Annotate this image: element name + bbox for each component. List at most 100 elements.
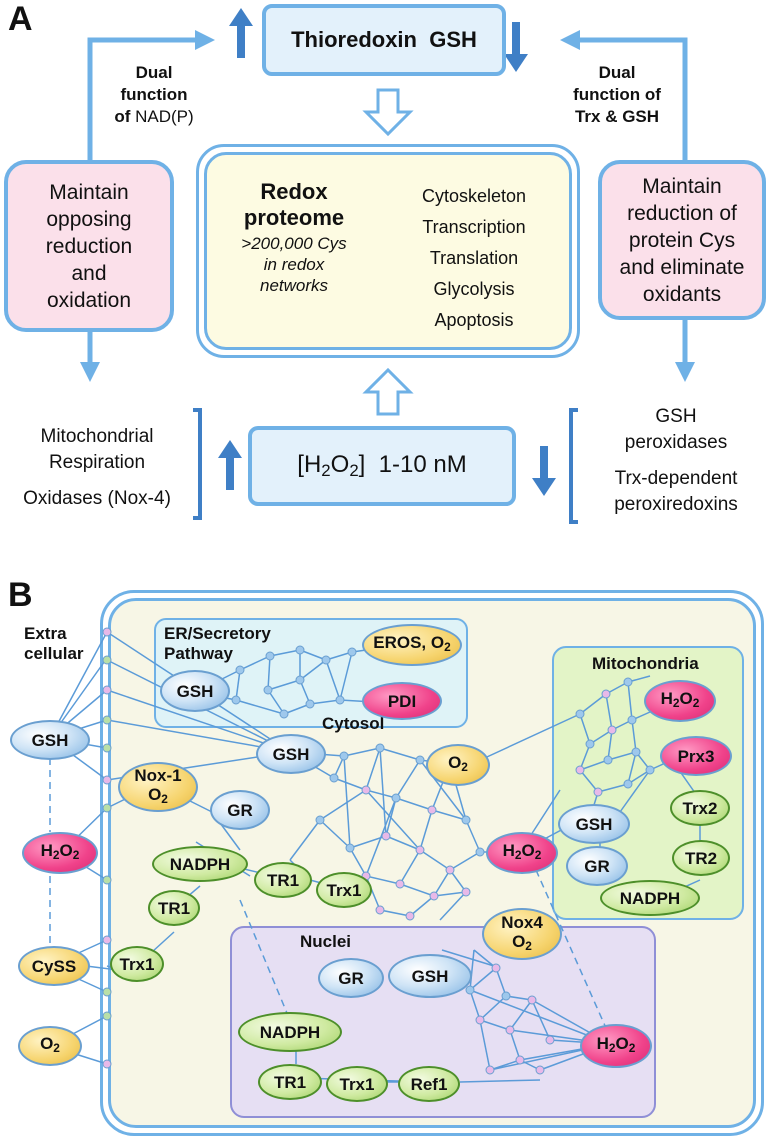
h2o2-mito-sub1: 2 [672, 695, 680, 710]
er-title-line2: Pathway [164, 644, 233, 663]
trx1-cytosol-node: Trx1 [316, 872, 372, 908]
h2o2-mid: O [330, 450, 350, 478]
h2o2-extracellular-node: H2O2 [22, 832, 98, 874]
thioredoxin-gsh-box: Thioredoxin GSH [262, 4, 506, 76]
left-dual-note: Dual function of NAD(P) [104, 62, 204, 128]
left-top-arrow [87, 30, 215, 160]
h2o2-cytosol-label: H2O2 [503, 841, 542, 865]
o2-extracellular-label: O2 [40, 1034, 60, 1058]
sink-trx: Trx-dependent [614, 468, 738, 489]
gsh-er-label: GSH [176, 681, 214, 701]
extracellular-line1: Extra [24, 624, 67, 643]
trx1-nuclei-label: Trx1 [339, 1074, 375, 1094]
left-note-line2: function [120, 85, 188, 104]
nadph-cytosol-label: NADPH [169, 854, 231, 874]
gsh-cytosol-node: GSH [256, 734, 326, 774]
eros-label: EROS, O2 [373, 633, 450, 657]
gsh-er-node: GSH [160, 670, 230, 712]
eros-node: EROS, O2 [362, 624, 462, 666]
h2o2-nuc-sub1: 2 [608, 1040, 616, 1055]
h2o2-ext-h: H [40, 841, 53, 861]
h2o2-cyt-o: O [521, 841, 535, 861]
up-arrow-h2o2 [218, 440, 242, 490]
proteome-item-2: Transcription [422, 217, 526, 237]
right-box-line3: protein Cys [628, 228, 736, 252]
proteome-list: Cytoskeleton Transcription Translation G… [389, 181, 559, 336]
right-note-line1: Dual [598, 63, 636, 82]
tr1-membrane-label: TR1 [157, 898, 191, 918]
h2o2-nuclei-label: H2O2 [597, 1034, 636, 1058]
tr1-membrane-node: TR1 [148, 890, 200, 926]
o2-cytosol-label: O2 [448, 753, 468, 777]
sink-peroxiredoxins: peroxiredoxins [614, 494, 738, 515]
h2o2-concentration-label: [H2O2] 1-10 nM [297, 451, 466, 481]
proteome-item-3: Translation [429, 248, 519, 268]
source-mito: Mitochondrial [40, 426, 154, 447]
sink-peroxidases: peroxidases [624, 432, 728, 453]
proteome-item-5: Apoptosis [434, 310, 514, 330]
left-bracket [193, 408, 202, 520]
tr1-cytosol-label: TR1 [266, 870, 300, 890]
right-bracket [569, 408, 578, 524]
left-note-of: of [114, 107, 131, 126]
eros-text: EROS, O [373, 633, 445, 653]
tr1-nuclei-label: TR1 [273, 1072, 307, 1092]
nox4-label: Nox4 [501, 912, 543, 932]
o2-cyt-sub: 2 [461, 759, 468, 774]
h2o2-cyt-h: H [502, 841, 515, 861]
proteome-item-4: Glycolysis [433, 279, 515, 299]
er-title: ER/Secretory Pathway [164, 624, 271, 664]
cytosol-title: Cytosol [322, 714, 385, 733]
left-sources: Mitochondrial Respiration Oxidases (Nox-… [2, 424, 192, 512]
right-maintain-box: Maintain reduction of protein Cys and el… [598, 160, 766, 320]
right-box-line4: and eliminate [619, 255, 745, 279]
h2o2-sub2: 2 [349, 461, 359, 481]
hollow-down-arrow [362, 88, 414, 137]
ref1-node: Ref1 [398, 1066, 460, 1102]
nadph-mito-label: NADPH [619, 888, 681, 908]
extracellular-line2: cellular [24, 644, 84, 663]
cyss-label: CySS [31, 956, 77, 976]
source-oxidases: Oxidases (Nox-4) [23, 488, 171, 509]
nuclei-title: Nuclei [300, 932, 352, 951]
h2o2-ext-o: O [59, 841, 73, 861]
proteome-title-block: Redox proteome >200,000 Cys in redox net… [219, 179, 369, 296]
dashed-nadph-nadph [239, 899, 295, 1031]
h2o2-nuc-sub2: 2 [628, 1040, 636, 1055]
trx1-membrane-node: Trx1 [110, 946, 164, 982]
gsh-mito-label: GSH [575, 814, 613, 834]
left-maintain-box: Maintain opposing reduction and oxidatio… [4, 160, 174, 332]
h2o2-cyt-sub1: 2 [514, 847, 522, 862]
h2o2-mito-node: H2O2 [644, 680, 716, 722]
left-box-line5: oxidation [46, 288, 132, 312]
left-note-line1: Dual [135, 63, 173, 82]
right-box-line2: reduction of [627, 201, 737, 225]
h2o2-ext-sub2: 2 [72, 847, 80, 862]
pdi-node: PDI [362, 682, 442, 720]
proteome-sub-1: >200,000 Cys [241, 234, 347, 253]
nadph-cytosol-node: NADPH [152, 846, 248, 882]
left-box-line4: and [71, 261, 107, 285]
er-title-line1: ER/Secretory [164, 624, 271, 643]
o2-cyt-o: O [448, 753, 462, 773]
right-note-line2: function of [573, 85, 661, 104]
gr-mito-node: GR [566, 846, 628, 886]
nadph-nuclei-node: NADPH [238, 1012, 342, 1052]
down-arrow-top [504, 22, 528, 72]
o2-ext-sub: 2 [53, 1040, 60, 1055]
h2o2-pre: [H [297, 450, 322, 478]
o2-extracellular-node: O2 [18, 1026, 82, 1066]
trx1-cytosol-label: Trx1 [326, 880, 362, 900]
nox4-o: O [512, 931, 526, 951]
h2o2-nuclei-node: H2O2 [580, 1024, 652, 1068]
gr-cytosol-node: GR [210, 790, 270, 830]
h2o2-mito-o: O [679, 689, 693, 709]
left-note-nadp: NAD(P) [130, 107, 194, 126]
panel-b-letter: B [8, 576, 33, 614]
ref1-label: Ref1 [410, 1074, 448, 1094]
proteome-title-1: Redox [260, 179, 328, 204]
left-box-line1: Maintain [49, 180, 129, 204]
proteome-sub-2: in redox [263, 255, 325, 274]
dashed-h2o2-h2o2 [535, 869, 607, 1029]
left-box-line2: opposing [46, 207, 132, 231]
